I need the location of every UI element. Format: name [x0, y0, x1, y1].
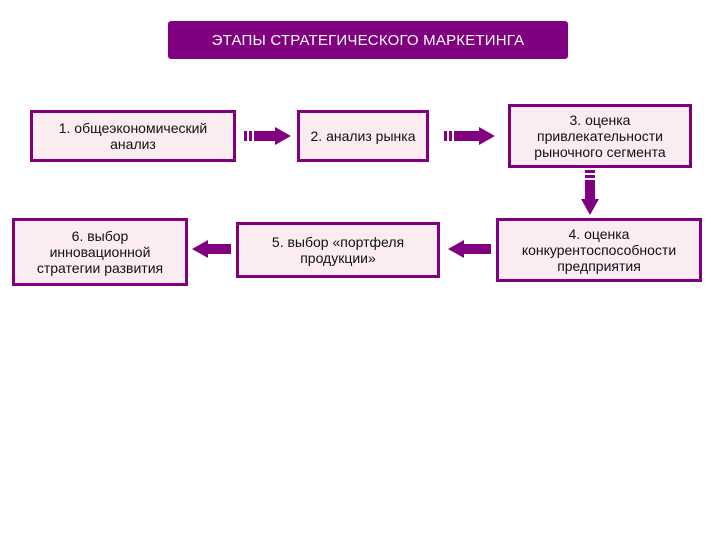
stage-label-5: 5. выбор «портфеля продукции»: [271, 234, 405, 266]
right-arrow-icon: [244, 127, 291, 145]
left-arrow-icon: [192, 240, 231, 258]
left-arrow-icon: [448, 240, 491, 258]
stage-box-1: 1. общеэкономический анализ: [30, 110, 236, 162]
stage-label-1: 1. общеэкономический анализ: [58, 120, 208, 152]
stage-label-4: 4. оценка конкурентоспособности предприя…: [521, 226, 677, 274]
stage-box-2: 2. анализ рынка: [297, 110, 429, 162]
stage-label-2: 2. анализ рынка: [310, 128, 416, 144]
right-arrow-icon: [444, 127, 495, 145]
down-arrow-icon: [581, 170, 599, 215]
stage-box-4: 4. оценка конкурентоспособности предприя…: [496, 218, 702, 282]
stage-box-6: 6. выбор инновационной стратегии развити…: [12, 218, 188, 286]
stage-box-3: 3. оценка привлекательности рыночного се…: [508, 104, 692, 168]
stage-label-3: 3. оценка привлекательности рыночного се…: [534, 112, 666, 160]
stage-label-6: 6. выбор инновационной стратегии развити…: [36, 228, 164, 276]
diagram-title: ЭТАПЫ СТРАТЕГИЧЕСКОГО МАРКЕТИНГА: [168, 21, 568, 59]
stage-box-5: 5. выбор «портфеля продукции»: [236, 222, 440, 278]
